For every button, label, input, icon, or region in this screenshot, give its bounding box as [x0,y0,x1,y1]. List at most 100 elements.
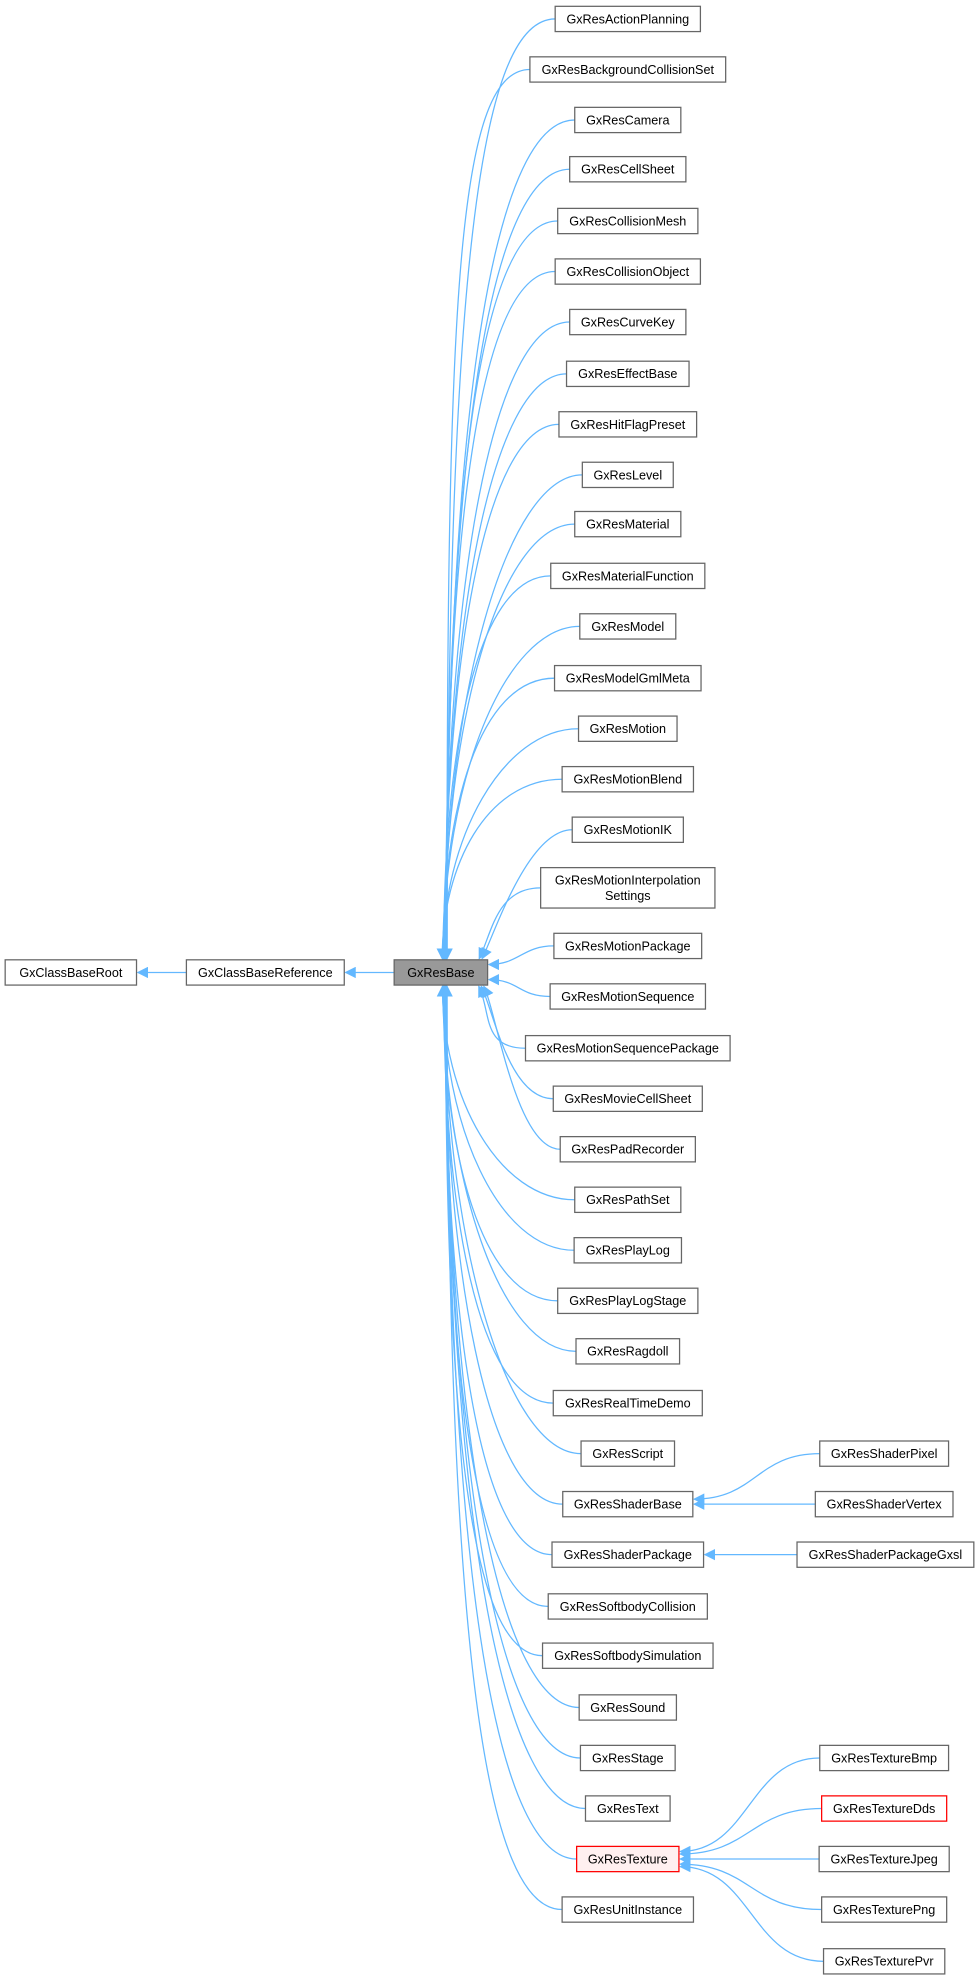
class-node-label: GxResShaderVertex [827,1498,943,1512]
class-node-label: GxResHitFlagPreset [570,418,685,432]
class-node-gx-res-texture-pvr[interactable]: GxResTexturePvr [822,1948,946,1975]
class-node-label: GxResShaderPackageGxsl [809,1548,963,1562]
class-node-gx-res-texture-dds[interactable]: GxResTextureDds [821,1795,948,1822]
class-node-label: GxResMotionBlend [573,773,682,787]
class-node-label: GxResScript [592,1447,663,1461]
class-node-gx-res-softbody-collision[interactable]: GxResSoftbodyCollision [547,1593,708,1620]
class-node-gx-res-motion-ik[interactable]: GxResMotionIK [571,816,684,844]
class-node-label: GxResMovieCellSheet [564,1092,691,1106]
inherit-edge [481,829,573,960]
class-node-gx-res-sound[interactable]: GxResSound [578,1694,678,1721]
class-node-box [541,1642,714,1669]
class-node-box [580,1440,676,1467]
inherit-edge [487,945,554,971]
inherit-edge [441,985,563,1911]
class-node-gx-res-text[interactable]: GxResText [584,1795,671,1822]
class-node-gx-res-camera[interactable]: GxResCamera [574,106,682,134]
class-node-gx-res-play-log[interactable]: GxResPlayLog [573,1237,683,1264]
class-node-gx-res-motion-blend[interactable]: GxResMotionBlend [561,765,695,793]
inherit-edge [441,18,556,960]
class-node-box [551,1541,705,1568]
class-node-label: GxResModel [591,620,664,634]
class-node-box [822,1948,946,1975]
class-node-box [819,1744,950,1772]
class-node-gx-res-model[interactable]: GxResModel [579,613,677,640]
class-node-gx-res-texture-jpeg[interactable]: GxResTextureJpeg [818,1845,950,1873]
class-node-box [796,1541,975,1568]
class-node-gx-res-stage[interactable]: GxResStage [579,1744,676,1772]
class-node-gx-res-shader-pixel[interactable]: GxResShaderPixel [819,1440,950,1467]
class-node-gx-res-shader-package[interactable]: GxResShaderPackage [551,1541,705,1568]
class-node-box [561,1896,695,1923]
class-node-label: GxResModelGmlMeta [566,672,691,686]
class-node-box [558,411,698,438]
class-node-gx-res-curve-key[interactable]: GxResCurveKey [569,308,687,336]
class-node-label: GxResMotion [590,722,666,736]
class-node-gx-res-motion[interactable]: GxResMotion [577,715,678,742]
inherit-edge [487,973,551,998]
class-node-label: GxResMotionIK [584,823,673,837]
class-node-label: GxResBackgroundCollisionSet [542,63,715,77]
class-node-gx-res-background-collision-set[interactable]: GxResBackgroundCollisionSet [529,56,727,83]
class-node-gx-res-motion-package[interactable]: GxResMotionPackage [553,932,703,960]
inherit-edge [440,985,586,1810]
class-node-label: GxResShaderBase [574,1498,682,1512]
class-node-gx-res-material-function[interactable]: GxResMaterialFunction [550,562,706,590]
inherit-edge [439,985,549,1608]
class-node-box [553,932,703,960]
class-node-label: GxResRealTimeDemo [565,1397,691,1411]
class-node-gx-res-pad-recorder[interactable]: GxResPadRecorder [559,1135,696,1163]
class-node-gx-res-path-set[interactable]: GxResPathSet [574,1186,682,1214]
class-node-box [529,56,727,83]
class-node-gx-res-hit-flag-preset[interactable]: GxResHitFlagPreset [558,411,698,438]
class-node-label: GxResSound [590,1701,665,1715]
class-node-gx-res-texture-png[interactable]: GxResTexturePng [821,1896,948,1923]
class-node-gx-class-base-root[interactable]: GxClassBaseRoot [4,959,138,986]
class-node-gx-res-shader-package-gxsl[interactable]: GxResShaderPackageGxsl [796,1541,975,1568]
class-node-gx-res-ragdoll[interactable]: GxResRagdoll [575,1338,681,1365]
class-node-gx-res-model-gml-meta[interactable]: GxResModelGmlMeta [553,664,702,692]
class-node-box [578,1694,678,1721]
class-node-label: GxResMaterial [586,518,669,532]
class-node-gx-res-unit-instance[interactable]: GxResUnitInstance [561,1896,695,1923]
class-node-box [393,959,489,986]
class-node-gx-res-motion-sequence-package[interactable]: GxResMotionSequencePackage [524,1034,731,1062]
class-node-gx-res-play-log-stage[interactable]: GxResPlayLogStage [557,1287,699,1315]
class-node-label: GxResTexturePng [833,1903,935,1917]
class-node-gx-res-level[interactable]: GxResLevel [581,461,674,489]
class-node-gx-res-real-time-demo[interactable]: GxResRealTimeDemo [552,1389,703,1417]
class-node-label: GxResTexturePvr [835,1955,934,1969]
class-node-label: GxResStage [592,1751,664,1765]
class-node-gx-res-collision-object[interactable]: GxResCollisionObject [554,258,702,285]
inherit-edge [437,985,575,1251]
class-node-gx-res-softbody-simulation[interactable]: GxResSoftbodySimulation [541,1642,714,1669]
class-node-label: GxResMotionInterpolation [555,874,701,888]
class-node-gx-res-base[interactable]: GxResBase [393,959,489,986]
class-node-box [574,106,682,134]
class-node-gx-res-motion-sequence[interactable]: GxResMotionSequence [549,983,707,1010]
class-node-gx-res-action-planning[interactable]: GxResActionPlanning [554,5,702,33]
class-node-label: GxResEffectBase [578,367,677,381]
class-node-box [561,765,695,793]
class-node-gx-res-texture-bmp[interactable]: GxResTextureBmp [819,1744,950,1772]
class-node-box [821,1795,948,1822]
inherit-edge [440,220,558,960]
class-node-gx-res-movie-cell-sheet[interactable]: GxResMovieCellSheet [552,1085,703,1113]
class-node-gx-res-cell-sheet[interactable]: GxResCellSheet [569,155,687,183]
class-node-gx-res-texture[interactable]: GxResTexture [576,1845,680,1873]
class-node-gx-class-base-reference[interactable]: GxClassBaseReference [185,959,345,986]
class-node-gx-res-material[interactable]: GxResMaterial [574,510,682,538]
class-node-gx-res-effect-base[interactable]: GxResEffectBase [565,360,690,388]
class-node-gx-res-collision-mesh[interactable]: GxResCollisionMesh [557,207,699,235]
class-node-gx-res-shader-vertex[interactable]: GxResShaderVertex [814,1490,954,1518]
class-node-gx-res-script[interactable]: GxResScript [580,1440,676,1467]
class-node-box [562,1490,694,1518]
inherit-edge [679,1860,824,1962]
class-node-label: GxResUnitInstance [573,1903,682,1917]
class-node-box [552,1389,703,1417]
class-node-box [553,664,702,692]
class-node-gx-res-shader-base[interactable]: GxResShaderBase [562,1490,694,1518]
